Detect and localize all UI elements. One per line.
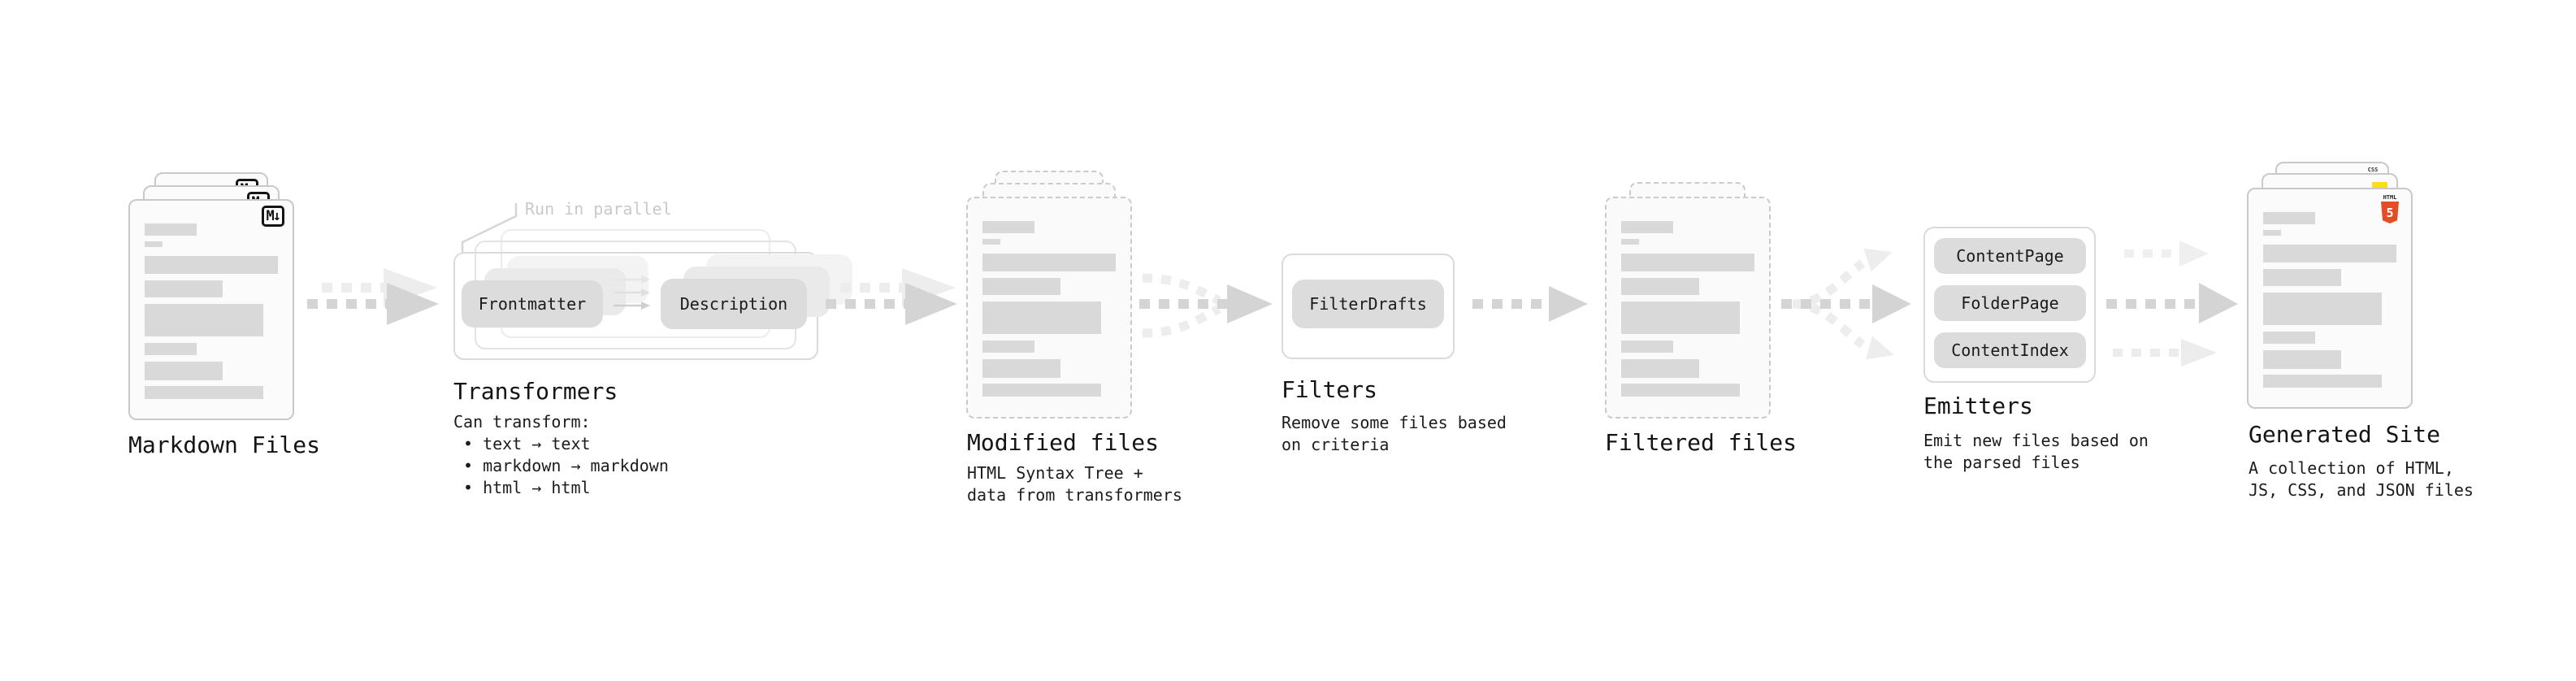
transformers-caption: Can transform: • text → text • markdown … — [453, 411, 669, 499]
html5-icon-label: HTML — [2383, 194, 2397, 201]
merge-arrow-icon — [1139, 273, 1273, 338]
run-in-parallel-label: Run in parallel — [525, 199, 672, 219]
caption-line: on criteria — [1281, 435, 1390, 454]
javascript-icon — [2372, 182, 2387, 190]
markdown-icon: M↓ — [261, 206, 284, 227]
filtered-file-card — [1605, 197, 1771, 419]
frontmatter-pill: Frontmatter — [462, 280, 603, 327]
caption-line: • markdown → markdown — [463, 456, 669, 475]
emitters-caption: Emit new files based on the parsed files — [1923, 430, 2149, 474]
split-arrow-icon — [1781, 248, 1911, 360]
placeholder-bar — [2263, 350, 2341, 369]
caption-line: Emit new files based on — [1923, 431, 2149, 450]
modified-files-caption: HTML Syntax Tree + data from transformer… — [967, 462, 1182, 506]
placeholder-bar — [145, 362, 223, 380]
annotation-callout-line — [461, 203, 518, 252]
placeholder-bar — [982, 340, 1034, 353]
filtered-files-title: Filtered files — [1605, 429, 1798, 456]
contentpage-pill: ContentPage — [1934, 238, 2086, 274]
placeholder-bar — [1621, 340, 1673, 353]
html5-number: 5 — [2386, 205, 2394, 220]
generated-html-card: HTML 5 — [2247, 188, 2413, 409]
file-content-placeholder — [1621, 221, 1754, 397]
placeholder-bar — [1621, 239, 1639, 245]
placeholder-bar — [1621, 278, 1699, 295]
placeholder-bar — [145, 343, 197, 355]
emitters-title: Emitters — [1923, 393, 2033, 419]
placeholder-bar — [1621, 254, 1754, 271]
placeholder-bar — [982, 239, 1000, 245]
placeholder-bar — [1621, 384, 1740, 397]
placeholder-bar — [982, 359, 1060, 378]
placeholder-bar — [145, 304, 263, 336]
emitters-container — [1923, 227, 2096, 383]
placeholder-bar — [2263, 375, 2382, 388]
css-icon-label: CSS — [2367, 167, 2379, 173]
caption-line: A collection of HTML, — [2249, 458, 2454, 478]
caption-line: • html → html — [463, 478, 591, 497]
caption-line: • text → text — [463, 434, 591, 453]
file-content-placeholder — [145, 223, 278, 399]
transformers-title: Transformers — [453, 378, 618, 405]
description-pill: Description — [661, 279, 807, 329]
placeholder-bar — [982, 221, 1034, 233]
markdown-files-title: Markdown Files — [128, 432, 321, 458]
folderpage-pill: FolderPage — [1934, 285, 2086, 321]
html5-shield: 5 — [2381, 202, 2399, 223]
placeholder-bar — [145, 280, 223, 297]
placeholder-bar — [982, 384, 1101, 397]
caption-line: data from transformers — [967, 485, 1182, 505]
filters-container — [1281, 254, 1455, 359]
triple-arrow-icon — [2106, 241, 2238, 367]
filters-title: Filters — [1281, 376, 1378, 403]
filterdrafts-pill: FilterDrafts — [1292, 280, 1444, 328]
modified-file-card — [966, 197, 1132, 419]
placeholder-bar — [145, 256, 278, 274]
placeholder-bar — [145, 241, 163, 247]
generated-site-caption: A collection of HTML, JS, CSS, and JSON … — [2249, 458, 2474, 501]
placeholder-bar — [982, 278, 1060, 295]
markdown-file-card: M↓ — [128, 199, 294, 420]
caption-line: Remove some files based — [1281, 413, 1507, 432]
placeholder-bar — [145, 386, 263, 399]
placeholder-bar — [2263, 332, 2315, 344]
filters-caption: Remove some files based on criteria — [1281, 412, 1507, 456]
flow-arrow-icon — [307, 268, 439, 325]
caption-line: HTML Syntax Tree + — [967, 463, 1143, 483]
html5-icon: HTML 5 — [2379, 194, 2400, 223]
file-content-placeholder — [982, 221, 1116, 397]
placeholder-bar — [2263, 230, 2281, 236]
flow-arrow-icon — [826, 268, 957, 325]
placeholder-bar — [982, 301, 1101, 334]
placeholder-bar — [2263, 293, 2382, 325]
file-content-placeholder — [2263, 212, 2396, 388]
contentindex-pill: ContentIndex — [1934, 332, 2086, 368]
placeholder-bar — [2263, 245, 2396, 262]
placeholder-bar — [145, 223, 197, 236]
placeholder-bar — [1621, 221, 1673, 233]
modified-files-title: Modified files — [967, 429, 1160, 456]
placeholder-bar — [2263, 212, 2315, 224]
pill-connector-arrows-icon — [614, 275, 650, 310]
caption-line: JS, CSS, and JSON files — [2249, 480, 2474, 500]
caption-line: the parsed files — [1923, 453, 2080, 472]
caption-line: Can transform: — [453, 412, 591, 432]
placeholder-bar — [1621, 359, 1699, 378]
generated-site-title: Generated Site — [2249, 421, 2441, 448]
flow-arrow-icon — [1472, 286, 1588, 322]
placeholder-bar — [2263, 269, 2341, 286]
placeholder-bar — [1621, 301, 1740, 334]
placeholder-bar — [982, 254, 1116, 271]
